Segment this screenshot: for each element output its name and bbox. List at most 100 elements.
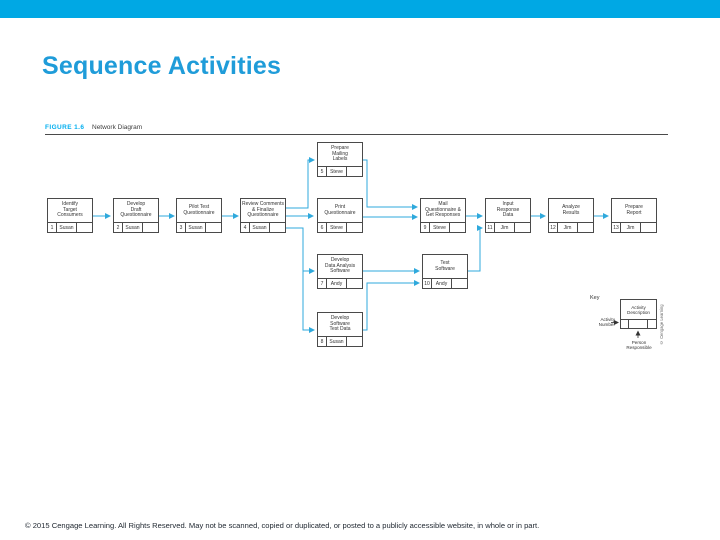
activity-number: 10	[423, 279, 432, 288]
key-activity-description-label: Activity Description	[627, 304, 650, 315]
activity-number: 13	[612, 223, 621, 232]
activity-blank-cell	[206, 223, 221, 232]
person-responsible: Steve	[327, 167, 347, 176]
activity-blank-cell	[641, 223, 656, 232]
figure-label: FIGURE 1.6	[45, 124, 85, 131]
activity-blank-cell	[347, 223, 362, 232]
copyright-footer: © 2015 Cengage Learning. All Rights Rese…	[25, 521, 540, 530]
activity-blank-cell	[452, 279, 467, 288]
dependency-arrow-5-9	[363, 159, 418, 210]
dependency-arrow-8-10	[363, 280, 420, 331]
activity-blank-cell	[270, 223, 285, 232]
activity-number: 11	[486, 223, 495, 232]
activity-number: 3	[177, 223, 186, 232]
key-sample-number-cell	[621, 320, 629, 328]
key-sample-person-cell	[629, 320, 648, 328]
activity-number: 9	[421, 223, 430, 232]
person-responsible: Susan	[250, 223, 270, 232]
dependency-arrow-10-11	[468, 225, 483, 272]
activity-number: 1	[48, 223, 57, 232]
person-responsible: Andy	[327, 279, 347, 288]
activity-number: 4	[241, 223, 250, 232]
slide-header-bar	[0, 0, 720, 18]
dependency-arrow-4-7	[286, 227, 315, 274]
person-responsible: Jim	[495, 223, 515, 232]
key-title: Key	[590, 295, 600, 301]
figure-caption: Network Diagram	[92, 124, 143, 131]
activity-number: 5	[318, 167, 327, 176]
key-sample-blank-cell	[648, 320, 656, 328]
key-sample-activity-box: Activity Description	[620, 299, 657, 329]
activity-number: 2	[114, 223, 123, 232]
activity-blank-cell	[347, 167, 362, 176]
person-responsible: Steve	[430, 223, 450, 232]
key-sample-bottom-row	[621, 319, 656, 328]
activity-blank-cell	[143, 223, 158, 232]
activity-blank-cell	[450, 223, 465, 232]
cengage-credit-vertical: © Cengage Learning	[659, 304, 664, 345]
activity-number: 8	[318, 337, 327, 346]
person-responsible: Steve	[327, 223, 347, 232]
activity-number: 12	[549, 223, 558, 232]
dependency-arrow-4-5	[286, 157, 315, 209]
activity-number: 6	[318, 223, 327, 232]
activity-blank-cell	[515, 223, 530, 232]
activity-blank-cell	[347, 279, 362, 288]
person-responsible: Jim	[558, 223, 578, 232]
key-activity-number-label: Activity Number	[598, 317, 615, 327]
activity-blank-cell	[77, 223, 92, 232]
diagram-key: Key Activity Description Activity Number…	[585, 293, 680, 358]
key-person-responsible-label: Person Responsible	[626, 340, 652, 350]
person-responsible: Susan	[123, 223, 143, 232]
dependency-arrow-4-8	[286, 227, 315, 333]
activity-blank-cell	[578, 223, 593, 232]
activity-number: 7	[318, 279, 327, 288]
figure-divider	[45, 134, 668, 135]
person-responsible: Andy	[432, 279, 452, 288]
person-responsible: Susan	[186, 223, 206, 232]
person-responsible: Susan	[327, 337, 347, 346]
activity-blank-cell	[347, 337, 362, 346]
page-title: Sequence Activities	[42, 52, 282, 80]
